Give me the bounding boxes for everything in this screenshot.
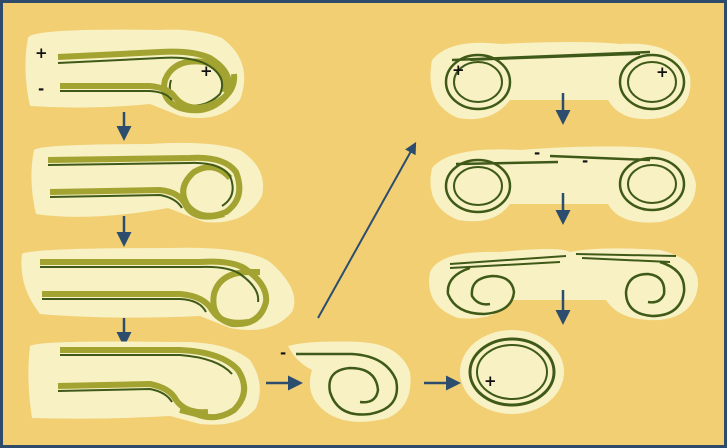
right-stage-1-plus-left: + <box>452 61 465 79</box>
right-stage-1-plus-right: + <box>656 63 669 81</box>
right-stage-2-minus-right: - <box>582 152 588 170</box>
stage-1-plus-left: + <box>35 44 48 62</box>
stage-1-hairpin: + - + <box>25 30 244 118</box>
stage-2-hairpin <box>31 143 263 223</box>
stage-1-plus-right: + <box>200 62 213 80</box>
single-loop-minus-sign: - <box>280 344 286 362</box>
circle-plus-blob <box>460 330 564 414</box>
stage-1-minus-left: - <box>38 80 44 98</box>
stage-4-hairpin <box>28 342 259 425</box>
circle-plus: + <box>460 330 564 414</box>
right-stage-2-minus-left: - <box>534 144 540 162</box>
circle-plus-sign: + <box>484 372 497 390</box>
